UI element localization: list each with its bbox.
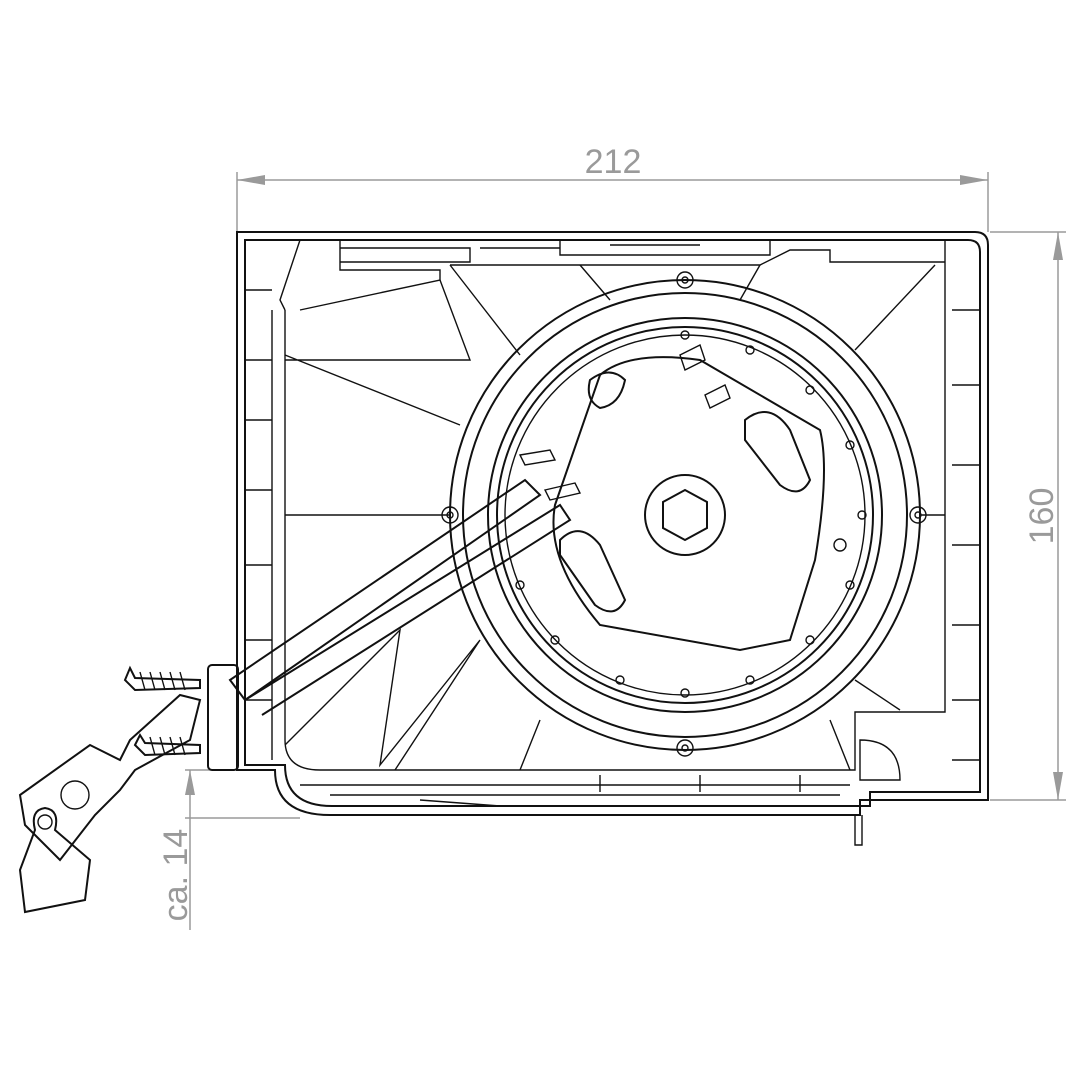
drum [441,271,927,757]
housing [236,231,989,846]
offset-dimension: ca. 14 [157,769,300,930]
hex-socket-icon [662,488,708,542]
drive-shaft [644,474,726,556]
width-dimension: 212 [236,143,989,232]
strap-guide [228,344,731,716]
height-dimension: 160 [990,231,1066,801]
offset-label: ca. 14 [157,829,195,922]
mount-holes [441,271,927,757]
struts [284,264,945,771]
wall-bracket [18,664,239,914]
screw-icon [123,665,201,692]
width-label: 212 [585,143,642,181]
screw-icon [133,732,201,757]
height-label: 160 [1023,488,1061,545]
